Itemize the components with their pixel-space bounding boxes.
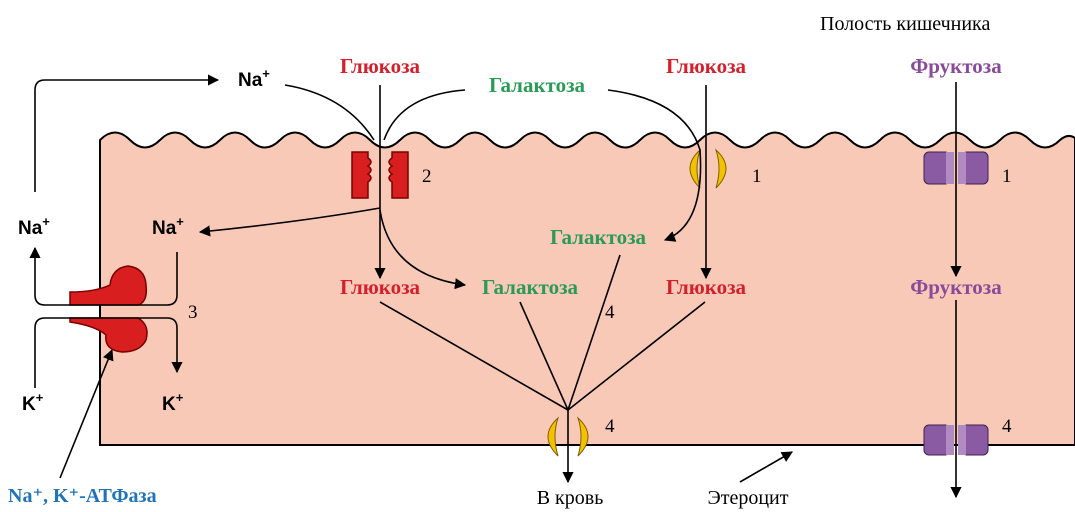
na-ion-outside-label: Na+: [18, 214, 50, 239]
glucose-top-left-label: Глюкоза: [340, 54, 421, 78]
k-ion-outside-label: K+: [22, 390, 44, 415]
transporter-number-3: 3: [188, 302, 198, 323]
atpase-label: Na⁺, K⁺-АТФаза: [8, 485, 157, 507]
enterocyte-label: Этероцит: [708, 487, 789, 509]
galactose-top-label: Галактоза: [489, 73, 586, 97]
glucose-top-right-label: Глюкоза: [666, 54, 747, 78]
transporter-number-1-purple: 1: [1002, 166, 1012, 187]
glucose-bottom-left-label: Глюкоза: [340, 275, 421, 299]
transporter-number-4-yellow: 4: [605, 416, 615, 437]
transporter-number-4-purple: 4: [1002, 416, 1012, 437]
transporter-number-1-yellow: 1: [752, 166, 762, 187]
lumen-label: Полость кишечника: [820, 13, 990, 35]
fructose-bottom-label: Фруктоза: [910, 275, 1002, 299]
to-blood-label: В кровь: [537, 487, 604, 509]
transporter-number-4-mid: 4: [605, 302, 615, 323]
galactose-bottom-label: Галактоза: [482, 275, 579, 299]
transporter-number-2: 2: [422, 166, 432, 187]
glucose-bottom-right-label: Глюкоза: [666, 275, 747, 299]
galactose-mid-label: Галактоза: [550, 225, 647, 249]
fructose-top-label: Фруктоза: [910, 54, 1002, 78]
na-ion-lumen-label: Na+: [238, 66, 270, 91]
